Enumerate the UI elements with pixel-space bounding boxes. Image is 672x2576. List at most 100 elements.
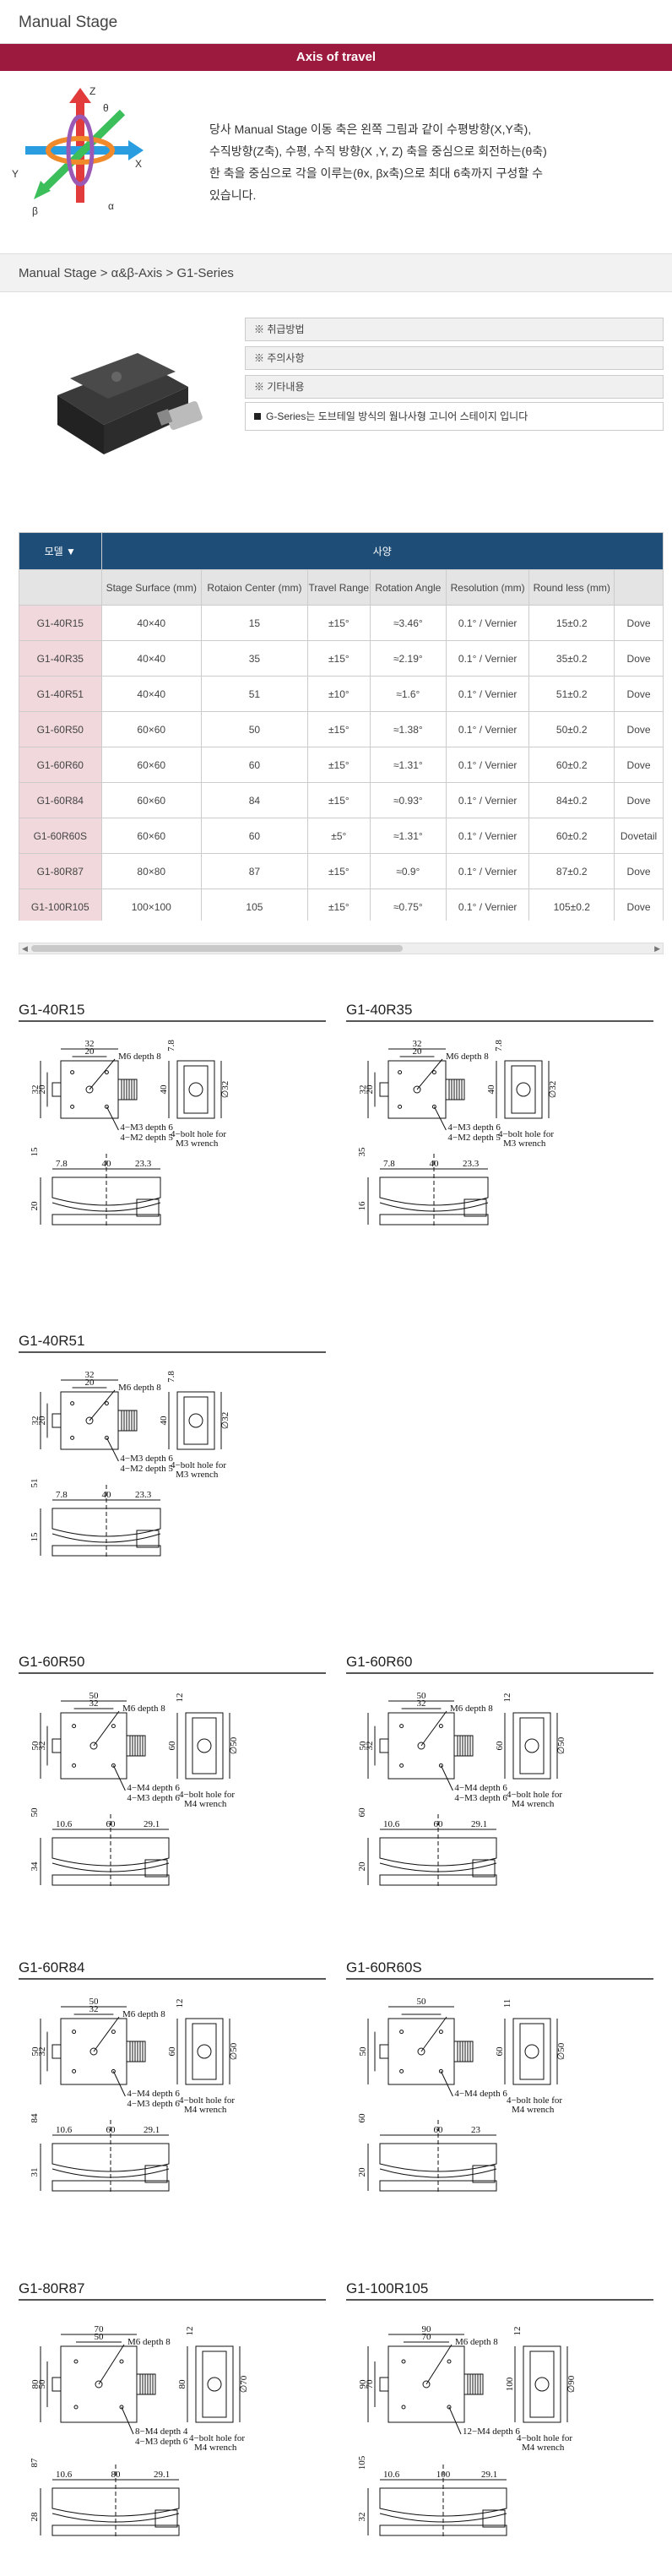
dim-side-top: 7.8: [494, 1040, 504, 1052]
drawing-title-underline: [346, 2299, 653, 2301]
callout-center-thread: M6 depth 8: [118, 1052, 161, 1062]
dim-front-h1: 50: [30, 1807, 40, 1818]
spec-cell: 35: [200, 640, 308, 677]
model-header[interactable]: 모델 ▼: [19, 532, 102, 570]
front-view-arc-body: [379, 1837, 497, 1867]
dim-front-h2: 34: [30, 1861, 40, 1872]
breadcrumb: Manual Stage > α&β-Axis > G1-Series: [0, 253, 672, 292]
model-cell[interactable]: G1-60R84: [19, 782, 102, 818]
model-cell[interactable]: G1-80R87: [19, 853, 102, 889]
model-cell[interactable]: G1-40R51: [19, 676, 102, 712]
mount-hole: [111, 2068, 116, 2073]
front-view-arc-body: [51, 1177, 161, 1206]
model-cell[interactable]: G1-60R60: [19, 747, 102, 783]
axis-label-y: Y: [12, 168, 19, 180]
spec-cell: ±15°: [306, 605, 371, 641]
model-header-label: 모델 ▼: [44, 546, 76, 557]
spec-cell: 0.1° / Vernier: [445, 853, 530, 889]
center-hole: [417, 2047, 425, 2056]
side-view-bore: [524, 2044, 539, 2059]
callout-thread-a: 4−M3 depth 6: [120, 1454, 173, 1464]
leader-line: [420, 1710, 447, 1747]
dim-side-dia: ∅50: [556, 1736, 566, 1754]
model-cell[interactable]: G1-40R15: [19, 605, 102, 641]
dim-left-inner: 20: [37, 1084, 47, 1095]
spec-cell: ±5°: [306, 818, 371, 854]
dim-side-height: 60: [167, 1741, 177, 1751]
dim-side-dia: ∅32: [220, 1412, 230, 1430]
drawing-title-underline: [19, 1978, 326, 1980]
spec-cell: 100×100: [100, 889, 202, 921]
axis-section-title: Axis of travel: [0, 44, 672, 71]
spec-cell: 60: [200, 747, 308, 783]
callout-center-thread: M6 depth 8: [450, 1704, 493, 1714]
dim-front-mid: 60: [106, 2125, 117, 2135]
model-cell[interactable]: G1-60R60S: [19, 818, 102, 854]
spec-cell: ±10°: [306, 676, 371, 712]
scroll-left-icon[interactable]: ◀: [22, 944, 28, 953]
leader-line: [106, 1437, 119, 1462]
spec-cell: ±15°: [306, 853, 371, 889]
scroll-right-icon[interactable]: ▶: [654, 944, 660, 953]
leader-line: [420, 2016, 447, 2052]
table-horizontal-scrollbar[interactable]: ◀ ▶: [19, 943, 664, 954]
callout-thread-b: 4−M2 depth 5: [120, 1133, 173, 1143]
micrometer-knob: [126, 1735, 146, 1757]
callout-center-thread: M6 depth 8: [118, 1383, 161, 1393]
dim-side-top: 12: [185, 2327, 195, 2336]
center-hole: [417, 1742, 425, 1750]
breadcrumb-text[interactable]: Manual Stage > α&β-Axis > G1-Series: [19, 266, 234, 280]
scrollbar-thumb[interactable]: [31, 945, 403, 952]
front-view-knob: [144, 1859, 168, 1878]
dim-front-h1: 60: [357, 2113, 367, 2123]
column-header-4: Resolution (mm): [445, 569, 530, 606]
callout-bolt-hole: 4−bolt hole for: [517, 2433, 572, 2443]
spec-cell: ±15°: [306, 640, 371, 677]
dim-front-right: 23.3: [135, 1490, 152, 1500]
callout-wrench: M4 wrench: [184, 1799, 227, 1809]
dim-front-h1: 84: [30, 2113, 40, 2123]
micrometer-knob: [136, 2373, 156, 2395]
dim-front-left: 10.6: [383, 1819, 400, 1829]
dim-side-dia: ∅32: [220, 1081, 230, 1099]
dim-front-h2: 20: [357, 2167, 367, 2177]
mount-hole: [431, 1104, 436, 1109]
accordion-other[interactable]: ※ 기타내용: [245, 375, 664, 399]
front-view-arc-body: [51, 1508, 161, 1537]
mount-hole: [398, 1070, 403, 1075]
dim-side-top: 12: [512, 2327, 523, 2336]
side-clamp: [51, 1082, 62, 1097]
model-cell[interactable]: G1-40R35: [19, 640, 102, 677]
mount-hole: [438, 1763, 443, 1768]
spec-cell: ±15°: [306, 782, 371, 818]
side-view-outline: [512, 2018, 551, 2085]
dim-front-h1: 105: [357, 2455, 367, 2470]
model-cell[interactable]: G1-60R50: [19, 711, 102, 747]
model-cell[interactable]: G1-100R105: [19, 889, 102, 921]
leader-line: [425, 2344, 453, 2385]
callout-thread-a: 4−M4 depth 6: [127, 2089, 180, 2099]
center-hole: [422, 2380, 431, 2389]
side-view-plate: [183, 1065, 209, 1114]
dim-front-right: 29.1: [144, 2125, 160, 2135]
callout-thread-a: 4−M4 depth 6: [454, 2089, 507, 2099]
spec-cell: 60×60: [100, 711, 202, 747]
drawing-title: G1-60R60S: [346, 1959, 422, 1975]
accordion-handling[interactable]: ※ 취급방법: [245, 318, 664, 341]
spec-cell: 80×80: [100, 853, 202, 889]
column-header-6: [614, 569, 664, 606]
front-view-knob: [482, 2509, 506, 2528]
accordion-caution[interactable]: ※ 주의사항: [245, 346, 664, 370]
spec-cell: 0.1° / Vernier: [445, 782, 530, 818]
dim-front-mid: 60: [434, 2125, 444, 2135]
dim-front-left: 10.6: [383, 2470, 400, 2480]
side-clamp: [51, 2044, 62, 2059]
spec-cell: 84: [200, 782, 308, 818]
spec-cell: ±15°: [306, 889, 371, 921]
dim-side-top: 7.8: [166, 1040, 176, 1052]
callout-thread-a: 8−M4 depth 4: [135, 2427, 188, 2437]
